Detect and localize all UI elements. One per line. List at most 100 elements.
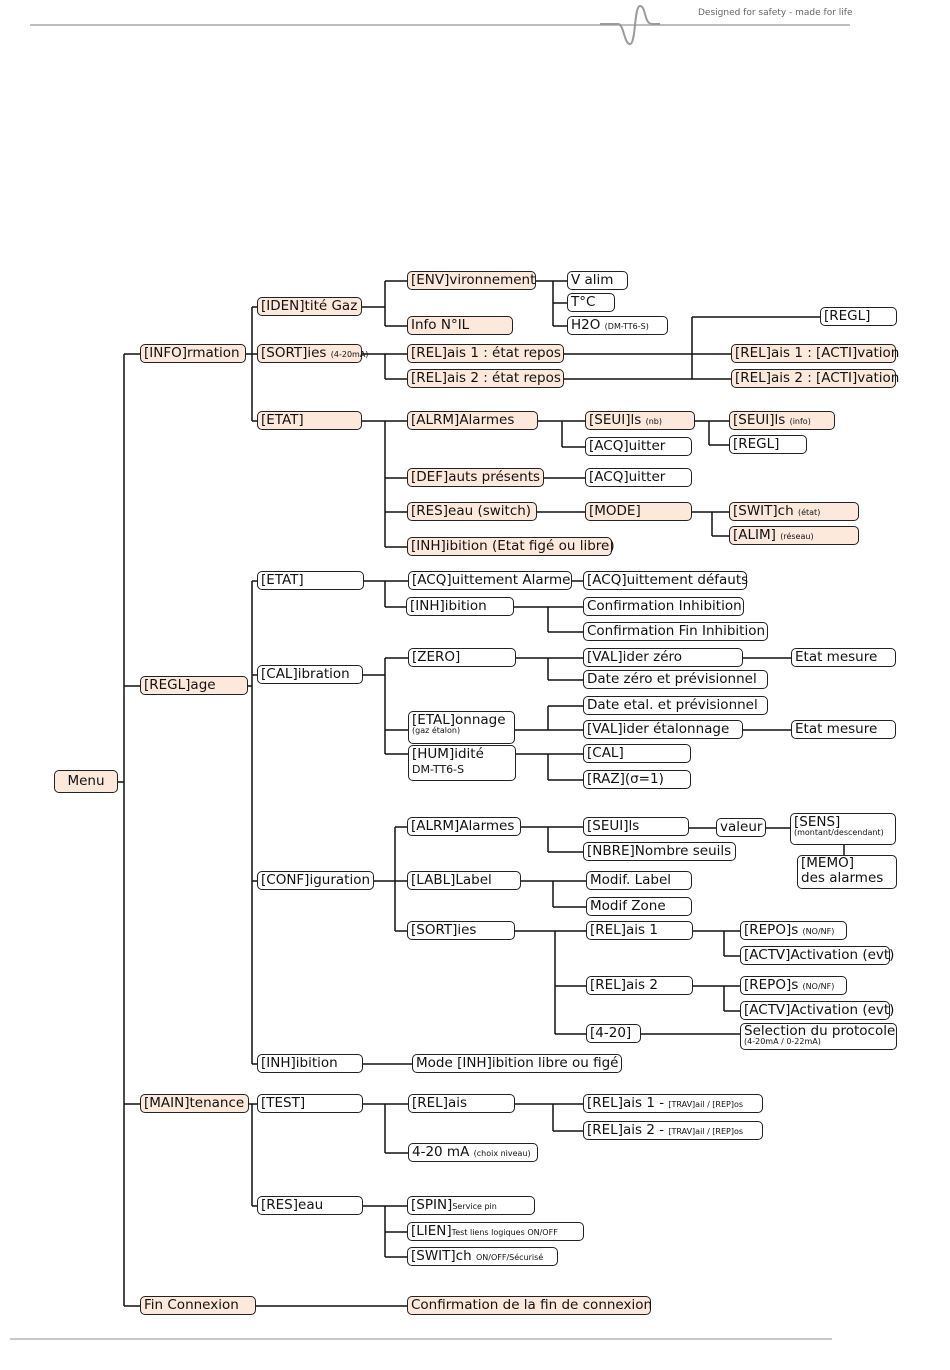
node-date-etal[interactable]: Date etal. et prévisionnel bbox=[583, 696, 768, 715]
node-activation2[interactable]: [ACTV]Activation (evt) bbox=[740, 1001, 894, 1020]
node-h2o[interactable]: H2O (DM-TT6-S) bbox=[567, 316, 668, 335]
node-test[interactable]: [TEST] bbox=[257, 1094, 363, 1113]
node-test-4-20ma[interactable]: 4-20 mA (choix niveau) bbox=[408, 1143, 538, 1162]
repos2-label: [REPO]s bbox=[744, 977, 799, 993]
node-relais1-etat-repos[interactable]: [REL]ais 1 : état repos bbox=[407, 344, 564, 363]
node-label[interactable]: [LABL]Label bbox=[407, 871, 521, 890]
node-info-nil[interactable]: Info N°IL bbox=[407, 316, 513, 335]
node-info-regl[interactable]: [REGL] bbox=[820, 307, 897, 326]
node-mode-inhibition[interactable]: Mode [INH]ibition libre ou figé bbox=[412, 1054, 622, 1073]
humidite-note: DM-TT6-S bbox=[412, 763, 465, 776]
node-info-sorties[interactable]: [SORT]ies (4-20mA) bbox=[257, 344, 368, 363]
node-regl-etat[interactable]: [ETAT] bbox=[257, 571, 364, 590]
brand-wave-logo bbox=[600, 4, 660, 46]
node-configuration[interactable]: [CONF]iguration bbox=[257, 871, 374, 890]
node-info-seuils-info[interactable]: [SEUI]ls (info) bbox=[729, 411, 835, 430]
node-information[interactable]: [INFO]rmation bbox=[140, 344, 246, 363]
node-relais2-activation[interactable]: [REL]ais 2 : [ACTI]vation bbox=[731, 369, 899, 388]
node-valider-etalonnage[interactable]: [VAL]ider étalonnage bbox=[583, 720, 743, 739]
node-test-relais2[interactable]: [REL]ais 2 - [TRAV]ail / [REP]os bbox=[583, 1121, 763, 1140]
node-4-20[interactable]: [4-20] bbox=[586, 1024, 641, 1043]
test-relais2-label: [REL]ais 2 - bbox=[587, 1122, 665, 1138]
humidite-label: [HUM]idité bbox=[412, 746, 484, 762]
node-etat-mesure-zero[interactable]: Etat mesure bbox=[791, 648, 896, 667]
node-spin[interactable]: [SPIN]Service pin bbox=[407, 1196, 535, 1215]
header-tagline: Designed for safety - made for life bbox=[698, 8, 853, 18]
node-modif-label[interactable]: Modif. Label bbox=[586, 871, 692, 890]
node-valeur[interactable]: valeur bbox=[716, 818, 766, 837]
node-calibration[interactable]: [CAL]ibration bbox=[257, 665, 363, 684]
info-sorties-label: [SORT]ies bbox=[261, 345, 327, 361]
node-acquittement-defauts[interactable]: [ACQ]uittement défauts bbox=[583, 571, 748, 590]
node-identite-gaz[interactable]: [IDEN]tité Gaz bbox=[257, 297, 362, 316]
node-switch-etat[interactable]: [SWIT]ch (état) bbox=[729, 502, 859, 521]
node-modif-zone[interactable]: Modif Zone bbox=[586, 897, 692, 916]
node-confirmation-inhibition[interactable]: Confirmation Inhibition bbox=[583, 597, 744, 616]
node-conf-seuils[interactable]: [SEUI]ls bbox=[583, 817, 689, 836]
node-regl-inhibition[interactable]: [INH]ibition bbox=[406, 597, 514, 616]
node-lien[interactable]: [LIEN]Test liens logiques ON/OFF bbox=[407, 1222, 584, 1241]
menu-root[interactable]: Menu bbox=[54, 770, 118, 793]
switch-etat-label: [SWIT]ch bbox=[733, 503, 794, 519]
seuils-nb-label: [SEUI]ls bbox=[589, 412, 642, 428]
node-repos2[interactable]: [REPO]s (NO/NF) bbox=[740, 976, 847, 995]
node-info-acquitter-defauts[interactable]: [ACQ]uitter bbox=[585, 468, 692, 487]
node-alim-reseau[interactable]: [ALIM] (réseau) bbox=[729, 526, 859, 545]
node-reseau-switch[interactable]: [RES]eau (switch) bbox=[407, 502, 537, 521]
lien-label: [LIEN] bbox=[411, 1223, 452, 1239]
node-info-regl-seuils[interactable]: [REGL] bbox=[729, 435, 807, 454]
node-reglage[interactable]: [REGL]age bbox=[140, 676, 248, 695]
node-info-inhibition[interactable]: [INH]ibition (Etat figé ou libre) bbox=[407, 537, 615, 556]
node-date-zero[interactable]: Date zéro et prévisionnel bbox=[583, 670, 768, 689]
node-etat-mesure-etal[interactable]: Etat mesure bbox=[791, 720, 896, 739]
test-relais2-note: [TRAV]ail / [REP]os bbox=[668, 1127, 744, 1136]
node-confirmation-fin-connexion[interactable]: Confirmation de la fin de connexion bbox=[407, 1296, 652, 1315]
node-relais2-etat-repos[interactable]: [REL]ais 2 : état repos bbox=[407, 369, 564, 388]
node-info-alarmes[interactable]: [ALRM]Alarmes bbox=[407, 411, 538, 430]
node-environnement[interactable]: [ENV]vironnement bbox=[407, 271, 536, 290]
node-conf-relais2[interactable]: [REL]ais 2 bbox=[586, 976, 693, 995]
node-fin-connexion[interactable]: Fin Connexion bbox=[140, 1296, 256, 1315]
node-repos1[interactable]: [REPO]s (NO/NF) bbox=[740, 921, 847, 940]
alim-reseau-label: [ALIM] bbox=[733, 527, 776, 543]
node-info-etat[interactable]: [ETAT] bbox=[257, 411, 362, 430]
node-memo-alarmes[interactable]: [MEMO]des alarmes bbox=[797, 855, 897, 889]
node-relais1-activation[interactable]: [REL]ais 1 : [ACTI]vation bbox=[731, 344, 899, 363]
protocole-label: Selection du protocole bbox=[744, 1023, 896, 1039]
node-main-switch[interactable]: [SWIT]ch ON/OFF/Sécurisé bbox=[407, 1247, 558, 1266]
node-defauts-presents[interactable]: [DEF]auts présents bbox=[407, 468, 544, 487]
node-test-relais[interactable]: [REL]ais bbox=[408, 1094, 515, 1113]
node-info-acquitter-alarmes[interactable]: [ACQ]uitter bbox=[585, 437, 692, 456]
node-etalonnage[interactable]: [ETAL]onnage(gaz étalon) bbox=[408, 711, 515, 744]
node-reseau-mode[interactable]: [MODE] bbox=[585, 502, 692, 521]
protocole-note: (4-20mA / 0-22mA) bbox=[744, 1037, 821, 1046]
node-v-alim[interactable]: V alim bbox=[567, 271, 628, 290]
node-info-seuils-nb[interactable]: [SEUI]ls (nb) bbox=[585, 411, 695, 430]
node-regl-inhibition-mode[interactable]: [INH]ibition bbox=[257, 1054, 363, 1073]
alim-reseau-note: (réseau) bbox=[780, 532, 814, 541]
test-relais1-label: [REL]ais 1 - bbox=[587, 1095, 665, 1111]
node-temperature[interactable]: T°C bbox=[567, 293, 615, 312]
node-hum-cal[interactable]: [CAL] bbox=[583, 744, 691, 763]
node-confirmation-fin-inhibition[interactable]: Confirmation Fin Inhibition bbox=[583, 622, 768, 641]
node-conf-relais1[interactable]: [REL]ais 1 bbox=[586, 921, 693, 940]
node-maintenance[interactable]: [MAIN]tenance bbox=[140, 1094, 249, 1113]
etalonnage-note: (gaz étalon) bbox=[412, 726, 461, 735]
main-switch-label: [SWIT]ch bbox=[411, 1248, 472, 1264]
node-zero[interactable]: [ZERO] bbox=[408, 648, 516, 667]
test-relais1-note: [TRAV]ail / [REP]os bbox=[668, 1100, 744, 1109]
sens-label: [SENS] bbox=[794, 814, 841, 830]
node-test-relais1[interactable]: [REL]ais 1 - [TRAV]ail / [REP]os bbox=[583, 1094, 763, 1113]
node-conf-sorties[interactable]: [SORT]ies bbox=[407, 921, 515, 940]
node-selection-protocole[interactable]: Selection du protocole(4-20mA / 0-22mA) bbox=[740, 1023, 897, 1050]
node-activation1[interactable]: [ACTV]Activation (evt) bbox=[740, 946, 894, 965]
node-main-reseau[interactable]: [RES]eau bbox=[257, 1196, 363, 1215]
node-conf-alarmes[interactable]: [ALRM]Alarmes bbox=[407, 817, 521, 836]
node-acquittement-alarme[interactable]: [ACQ]uittement Alarme bbox=[408, 571, 572, 590]
node-nombre-seuils[interactable]: [NBRE]Nombre seuils bbox=[583, 842, 736, 861]
node-raz[interactable]: [RAZ](σ=1) bbox=[583, 770, 691, 789]
node-valider-zero[interactable]: [VAL]ider zéro bbox=[583, 648, 743, 667]
node-sens[interactable]: [SENS](montant/descendant) bbox=[790, 813, 896, 845]
